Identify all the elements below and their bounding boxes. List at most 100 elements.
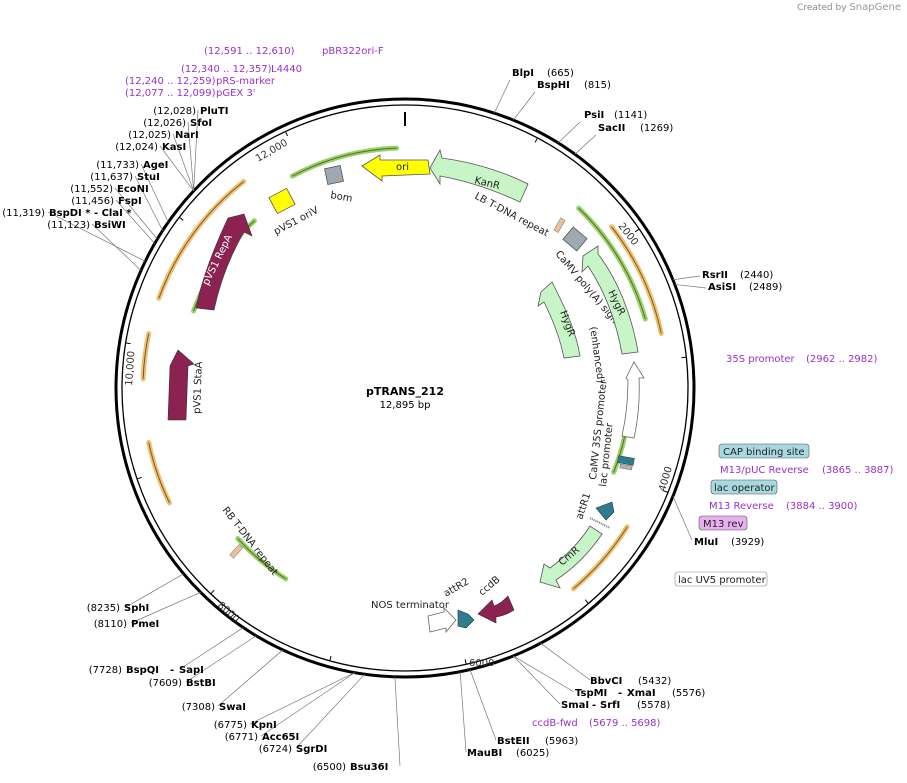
primer-name: 35S promoter (726, 354, 796, 365)
enzyme-label: RsrII (702, 270, 728, 281)
enzyme-sep: - (618, 688, 622, 699)
tick-label: 12,000 (254, 138, 290, 165)
enzyme-leader (114, 187, 158, 240)
enzyme-labels-right: BlpI (665) BspHI (815) PsiI (1141) SacII… (467, 68, 782, 759)
credit-brand: SnapGene (849, 2, 901, 13)
rb-label: RB T-DNA repeat (220, 505, 280, 578)
enzyme-label: StuI (137, 172, 160, 183)
ccdb-label: ccdB (477, 574, 503, 598)
enzyme-label: SapI (179, 665, 204, 676)
enzyme-label: FspI (118, 196, 142, 207)
enzyme-pos: (7728) (89, 665, 122, 676)
m13rev-box (698, 515, 748, 531)
primer-range: (12,240 .. 12,259) (125, 76, 216, 87)
orf-arc-line (578, 207, 646, 320)
primer-name: ccdB-fwd (532, 718, 578, 729)
lacop-box-label: lac operator (714, 483, 775, 494)
enzyme-pos: (11,456) (71, 196, 114, 207)
enzyme-pos: (12,026) (143, 118, 186, 129)
tick-mark (329, 655, 332, 661)
attr1-label: attR1 (574, 492, 593, 521)
oriv-box (268, 187, 296, 215)
enzyme-pos: (8235) (87, 603, 120, 614)
enzyme-label: BspQI (126, 665, 159, 676)
tick-label: 8000 (215, 600, 241, 625)
enzyme-label: MauBI (467, 748, 502, 759)
tick-mark (285, 131, 289, 137)
enzyme-pos: (11,319) (2, 208, 45, 219)
primer-range: (3865 .. 3887) (822, 465, 894, 476)
enzyme-label: PluTI (200, 106, 228, 117)
repa-arrow (195, 213, 253, 311)
enzyme-label: NarI (175, 130, 199, 141)
ccdb-arrow (477, 595, 515, 624)
enzyme-leader (125, 573, 184, 608)
enzyme-label: Bsu36I (350, 762, 388, 773)
snapgene-credit: Created by SnapGene (797, 2, 901, 13)
enzyme-leader (187, 121, 194, 191)
plasmid-name: pTRANS_212 (366, 385, 444, 398)
tick-mark (534, 137, 538, 143)
enzyme-pos: (11,552) (70, 184, 113, 195)
tick-mark (663, 490, 669, 493)
tick-mark (681, 356, 687, 359)
ori-arrow (361, 154, 431, 182)
enzyme-label: AsiSI (708, 282, 736, 293)
backbone-outer (114, 97, 696, 679)
tick-label: 6000 (469, 658, 494, 669)
primer-range: (2962 .. 2982) (806, 354, 878, 365)
bom-box (324, 165, 344, 185)
enzyme-leader (47, 211, 146, 262)
enzyme-label: AgeI (143, 160, 168, 171)
enzyme-leader (91, 223, 142, 271)
primer-range: (12,591 .. 12,610) (204, 46, 295, 57)
backbone-inner (121, 104, 689, 672)
enzyme-leader (249, 672, 355, 725)
plasmid-size: 12,895 bp (380, 400, 431, 411)
enzyme-pos: (5963) (545, 736, 578, 747)
enzyme-label: SphI (124, 603, 149, 614)
lacop-box (710, 479, 778, 495)
attr2-label: attR2 (442, 576, 471, 599)
enzyme-label: KasI (162, 142, 186, 153)
enzyme-pos: (12,028) (153, 106, 196, 117)
enzyme-pos: (11,123) (47, 220, 90, 231)
enzyme-label: BbvCI (590, 676, 622, 687)
enzyme-leader (513, 655, 575, 693)
enzyme-label: PmeI (131, 619, 159, 630)
enzyme-pos: (12,024) (115, 142, 158, 153)
m13rev-box-label: M13 rev (703, 519, 744, 530)
lac-operator-mark (619, 463, 633, 471)
tick-mark (136, 476, 142, 480)
enzyme-leader (459, 671, 467, 753)
enzyme-leader (130, 592, 201, 624)
enzyme-leader (540, 642, 591, 681)
enzyme-leader (295, 673, 366, 749)
kanr-arrow (429, 148, 529, 203)
hygr-arrow-inner (537, 281, 581, 359)
enzyme-label: SmaI (561, 700, 589, 711)
enzyme-pos: (1269) (640, 123, 673, 134)
staa-label: pVS1 StaA (192, 361, 205, 414)
enzyme-pos: (3929) (731, 537, 764, 548)
primer-labels: (12,591 .. 12,610) pBR322ori-F (12,340 .… (125, 46, 894, 729)
primer-range: (12,077 .. 12,099) (125, 88, 216, 99)
enzyme-labels-left: (12,028) PluTI (12,026) SfoI (12,025) Na… (2, 106, 388, 773)
attr1-arrow (595, 501, 615, 521)
enzyme-leader (469, 669, 497, 741)
enzyme-pos: (5578) (637, 700, 670, 711)
primer-name: pGEX 3' (216, 88, 256, 99)
polya-box (562, 226, 588, 252)
enzyme-sep: - (592, 700, 596, 711)
enzyme-leader (394, 676, 401, 767)
cap-site (617, 455, 635, 466)
orf-arc-line (158, 181, 245, 299)
enzyme-leader (557, 121, 581, 144)
enhanced-label: (enhanced) (587, 326, 606, 384)
enzyme-pos: (6025) (516, 748, 549, 759)
enzyme-pos: (665) (547, 68, 574, 79)
enzyme-label: SrfI (600, 700, 620, 711)
orf-arc (140, 331, 152, 382)
tick-mark (584, 599, 589, 604)
enzyme-leaders (47, 79, 707, 767)
